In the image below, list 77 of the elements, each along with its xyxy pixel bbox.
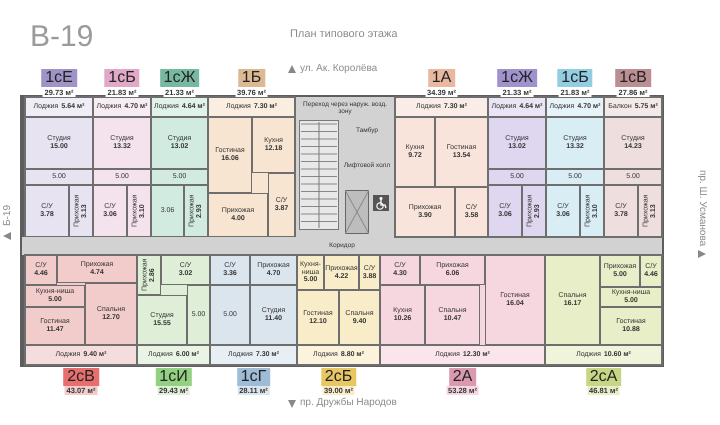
loggia <box>25 97 93 117</box>
heading: План типового этажа <box>290 28 398 40</box>
room <box>25 255 57 285</box>
room <box>297 255 324 290</box>
room <box>545 255 600 345</box>
apartment-unit <box>93 69 151 237</box>
apartment-unit <box>25 69 93 237</box>
loggia <box>25 345 137 365</box>
apartment-code-tag: 1сБ <box>104 69 140 87</box>
loggia <box>208 97 295 117</box>
room <box>297 290 339 345</box>
room <box>600 307 662 345</box>
room <box>25 185 69 237</box>
apartment-code-tag: 2А <box>448 368 476 386</box>
room <box>151 185 184 237</box>
room <box>600 287 662 307</box>
loggia <box>137 345 210 365</box>
room <box>210 285 250 345</box>
apartment-code-tag: 1сЖ <box>160 69 200 87</box>
loggia <box>151 97 208 117</box>
loggia <box>210 345 297 365</box>
loggia <box>488 97 546 117</box>
room <box>395 187 455 237</box>
room <box>93 185 127 237</box>
street-name: ул. Ак. Королёва <box>300 63 378 74</box>
room <box>208 117 252 193</box>
loggia <box>380 345 545 365</box>
apartment-unit <box>488 69 546 237</box>
room <box>604 185 638 237</box>
room <box>25 285 85 307</box>
room <box>137 295 187 345</box>
room <box>604 117 662 169</box>
apartment-code-tag: 1сЕ <box>41 69 77 87</box>
room <box>324 255 359 290</box>
apartment-unit <box>604 69 662 237</box>
apartment-code-tag: 1сВ <box>615 69 651 87</box>
apartment-unit <box>151 69 208 237</box>
room <box>380 285 425 345</box>
apartment-unit <box>395 69 488 237</box>
loggia <box>297 345 380 365</box>
street-name: пр. Ш. Усманова <box>697 170 708 246</box>
apartment-unit <box>208 69 295 237</box>
apartment-unit <box>546 69 604 237</box>
apartment-code-tag: 1сЖ <box>497 69 537 87</box>
apartment-code-tag: 1сБ <box>557 69 593 87</box>
loggia <box>546 97 604 117</box>
loggia <box>545 345 662 365</box>
room <box>604 169 662 185</box>
room <box>600 255 640 287</box>
apartment-code-tag: 2сБ <box>320 368 356 386</box>
room <box>268 173 295 237</box>
room <box>395 117 435 187</box>
room <box>210 255 250 285</box>
room <box>638 185 662 237</box>
apartment-code-tag: 1сГ <box>236 368 270 386</box>
loggia <box>93 97 151 117</box>
corridor <box>22 237 662 255</box>
apartment-code-tag: 2сВ <box>63 368 99 386</box>
room <box>546 185 580 237</box>
room <box>488 185 522 237</box>
apartment-code-tag: 2сА <box>586 368 622 386</box>
apartment-code-tag: 1сИ <box>155 368 192 386</box>
room <box>420 255 485 285</box>
room <box>252 117 295 173</box>
street-name: Б-19 <box>2 205 13 226</box>
room <box>208 193 268 237</box>
balcony <box>604 97 662 117</box>
room <box>640 255 662 287</box>
loggia <box>395 97 488 117</box>
apartment-code-tag: 1Б <box>238 69 266 87</box>
room <box>425 285 480 345</box>
room <box>380 255 420 285</box>
title: В-19 <box>30 20 94 54</box>
room <box>25 307 85 345</box>
street-name: пр. Дружбы Народов <box>300 397 397 408</box>
room <box>137 255 161 295</box>
apartment-code-tag: 1А <box>428 69 456 87</box>
